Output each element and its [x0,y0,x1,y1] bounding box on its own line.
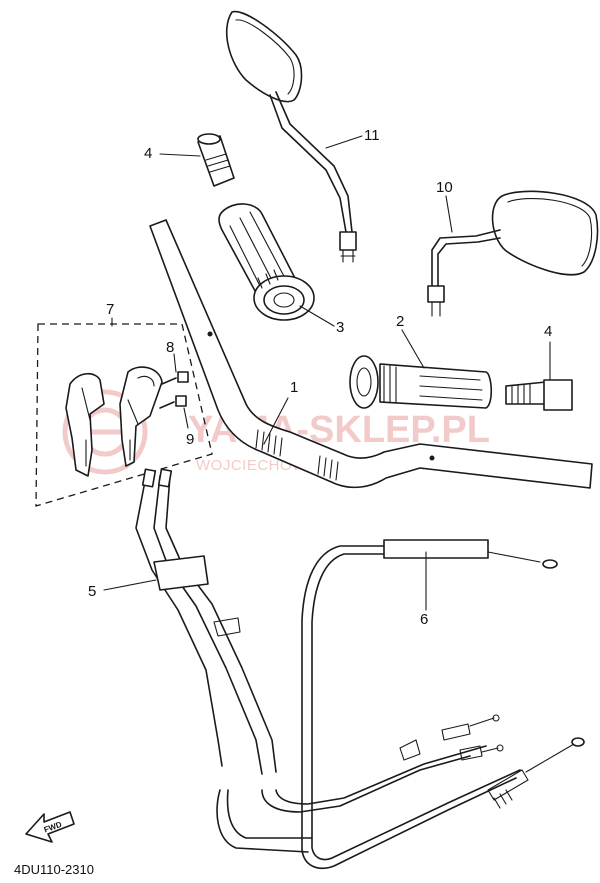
leader-lines [103,135,551,611]
part-right-mirror[interactable] [427,190,599,317]
part-left-grip[interactable] [218,203,315,321]
callout-9: 9 [186,431,194,448]
part-grip-end-left[interactable] [197,133,235,187]
callout-7: 7 [106,301,114,318]
callout-2: 2 [396,313,404,330]
diagram-code: 4DU110-2310 [14,862,94,877]
callout-6: 6 [420,611,428,628]
callout-8: 8 [166,339,174,356]
fwd-arrow-icon: FWD [25,811,75,843]
part-handlebar[interactable] [149,219,593,489]
part-screw-8[interactable] [161,371,189,385]
part-clutch-cable[interactable] [301,539,585,870]
callout-11: 11 [364,127,380,144]
part-screw-9[interactable] [159,395,187,409]
part-left-mirror[interactable] [225,10,357,263]
part-grip-end-right[interactable] [505,379,573,411]
callout-10: 10 [436,179,453,196]
callout-3: 3 [336,319,344,336]
callout-4-right: 4 [544,323,552,340]
part-lever-holder[interactable] [35,323,213,507]
callout-1: 1 [290,379,298,396]
callout-5: 5 [88,583,96,600]
callout-4-top: 4 [144,145,152,162]
part-right-grip[interactable] [349,355,493,409]
part-throttle-cables[interactable] [135,468,504,853]
